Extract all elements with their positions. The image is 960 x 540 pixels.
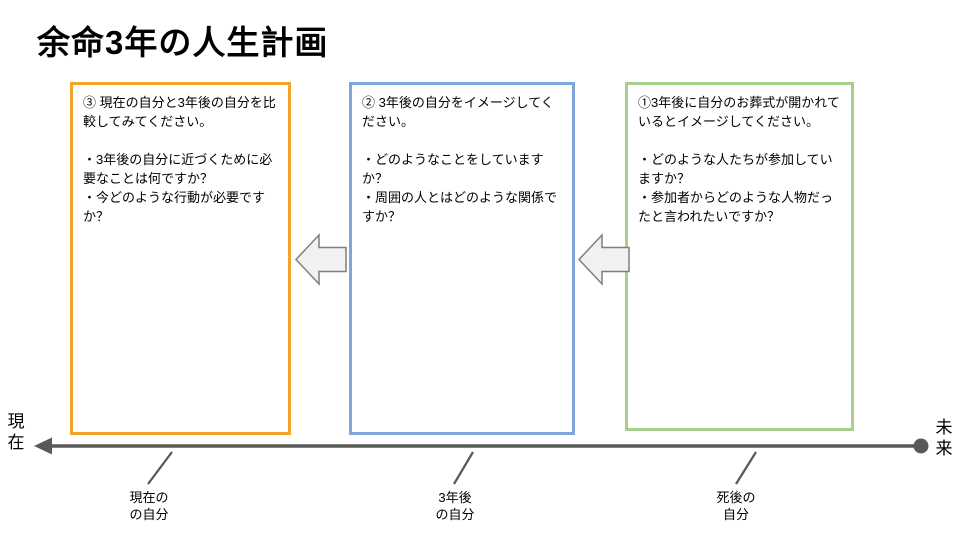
left-block-arrow-shape xyxy=(577,233,630,286)
timeline-label-current-self: 現在の の自分 xyxy=(101,489,197,523)
label-line: 現在の xyxy=(129,490,169,505)
card-step3-bullet-2: ・今どのような行動が必要ですか？ xyxy=(83,190,266,224)
label-line: 3年後 xyxy=(438,490,472,505)
card-step3-compare: ③ 現在の自分と3年後の自分を比較してみてください。 ・3年後の自分に近づくため… xyxy=(70,82,291,435)
label-line: 死後の xyxy=(716,490,756,505)
card-step2-heading: ② 3年後の自分をイメージしてください。 xyxy=(362,95,554,129)
present-char-1: 現 xyxy=(7,412,25,431)
leader-line-current-self xyxy=(147,451,173,485)
label-line: の自分 xyxy=(435,507,475,522)
timeline-label-after-death-self: 死後の 自分 xyxy=(688,489,784,523)
card-step2-bullet-1: ・どのようなことをしていますか？ xyxy=(362,152,544,186)
future-char-1: 未 xyxy=(935,418,953,437)
leader-line-after-death-self xyxy=(735,451,757,485)
label-line: の自分 xyxy=(129,507,169,522)
timeline-label-future-self: 3年後 の自分 xyxy=(407,489,503,523)
card-step1-spacer xyxy=(638,131,841,150)
card-step2-spacer xyxy=(362,131,562,150)
left-block-arrow-icon xyxy=(577,233,630,286)
timeline-end-dot-icon xyxy=(913,438,929,454)
leader-line-future-self xyxy=(453,451,474,485)
card-step1-bullet-2: ・参加者からどのような人物だったと言われたいですか？ xyxy=(638,190,834,224)
card-step3-heading: ③ 現在の自分と3年後の自分を比較してみてください。 xyxy=(83,95,276,129)
timeline-future-label: 未 来 xyxy=(933,417,955,459)
timeline-present-label: 現 在 xyxy=(5,411,27,453)
card-step1-imagine-funeral: ①3年後に自分のお葬式が開かれているとイメージしてください。 ・どのような人たち… xyxy=(625,82,854,431)
card-step3-spacer xyxy=(83,131,278,150)
slide-title: 余命3年の人生計画 xyxy=(37,24,329,61)
left-block-arrow-icon xyxy=(294,233,347,286)
future-char-2: 来 xyxy=(935,439,953,458)
label-line: 自分 xyxy=(722,507,749,522)
present-char-2: 在 xyxy=(7,433,25,452)
left-block-arrow-shape xyxy=(294,233,347,286)
timeline-left-arrowhead-icon xyxy=(34,437,52,455)
card-step1-bullet-1: ・どのような人たちが参加していますか？ xyxy=(638,152,833,186)
card-step2-bullet-2: ・周囲の人とはどのような関係ですか？ xyxy=(362,190,558,224)
card-step3-bullet-1: ・3年後の自分に近づくために必要なことは何ですか？ xyxy=(83,152,273,186)
card-step2-imagine-future-self: ② 3年後の自分をイメージしてください。 ・どのようなことをしていますか？ ・周… xyxy=(349,82,575,435)
card-step1-heading: ①3年後に自分のお葬式が開かれているとイメージしてください。 xyxy=(638,95,840,129)
